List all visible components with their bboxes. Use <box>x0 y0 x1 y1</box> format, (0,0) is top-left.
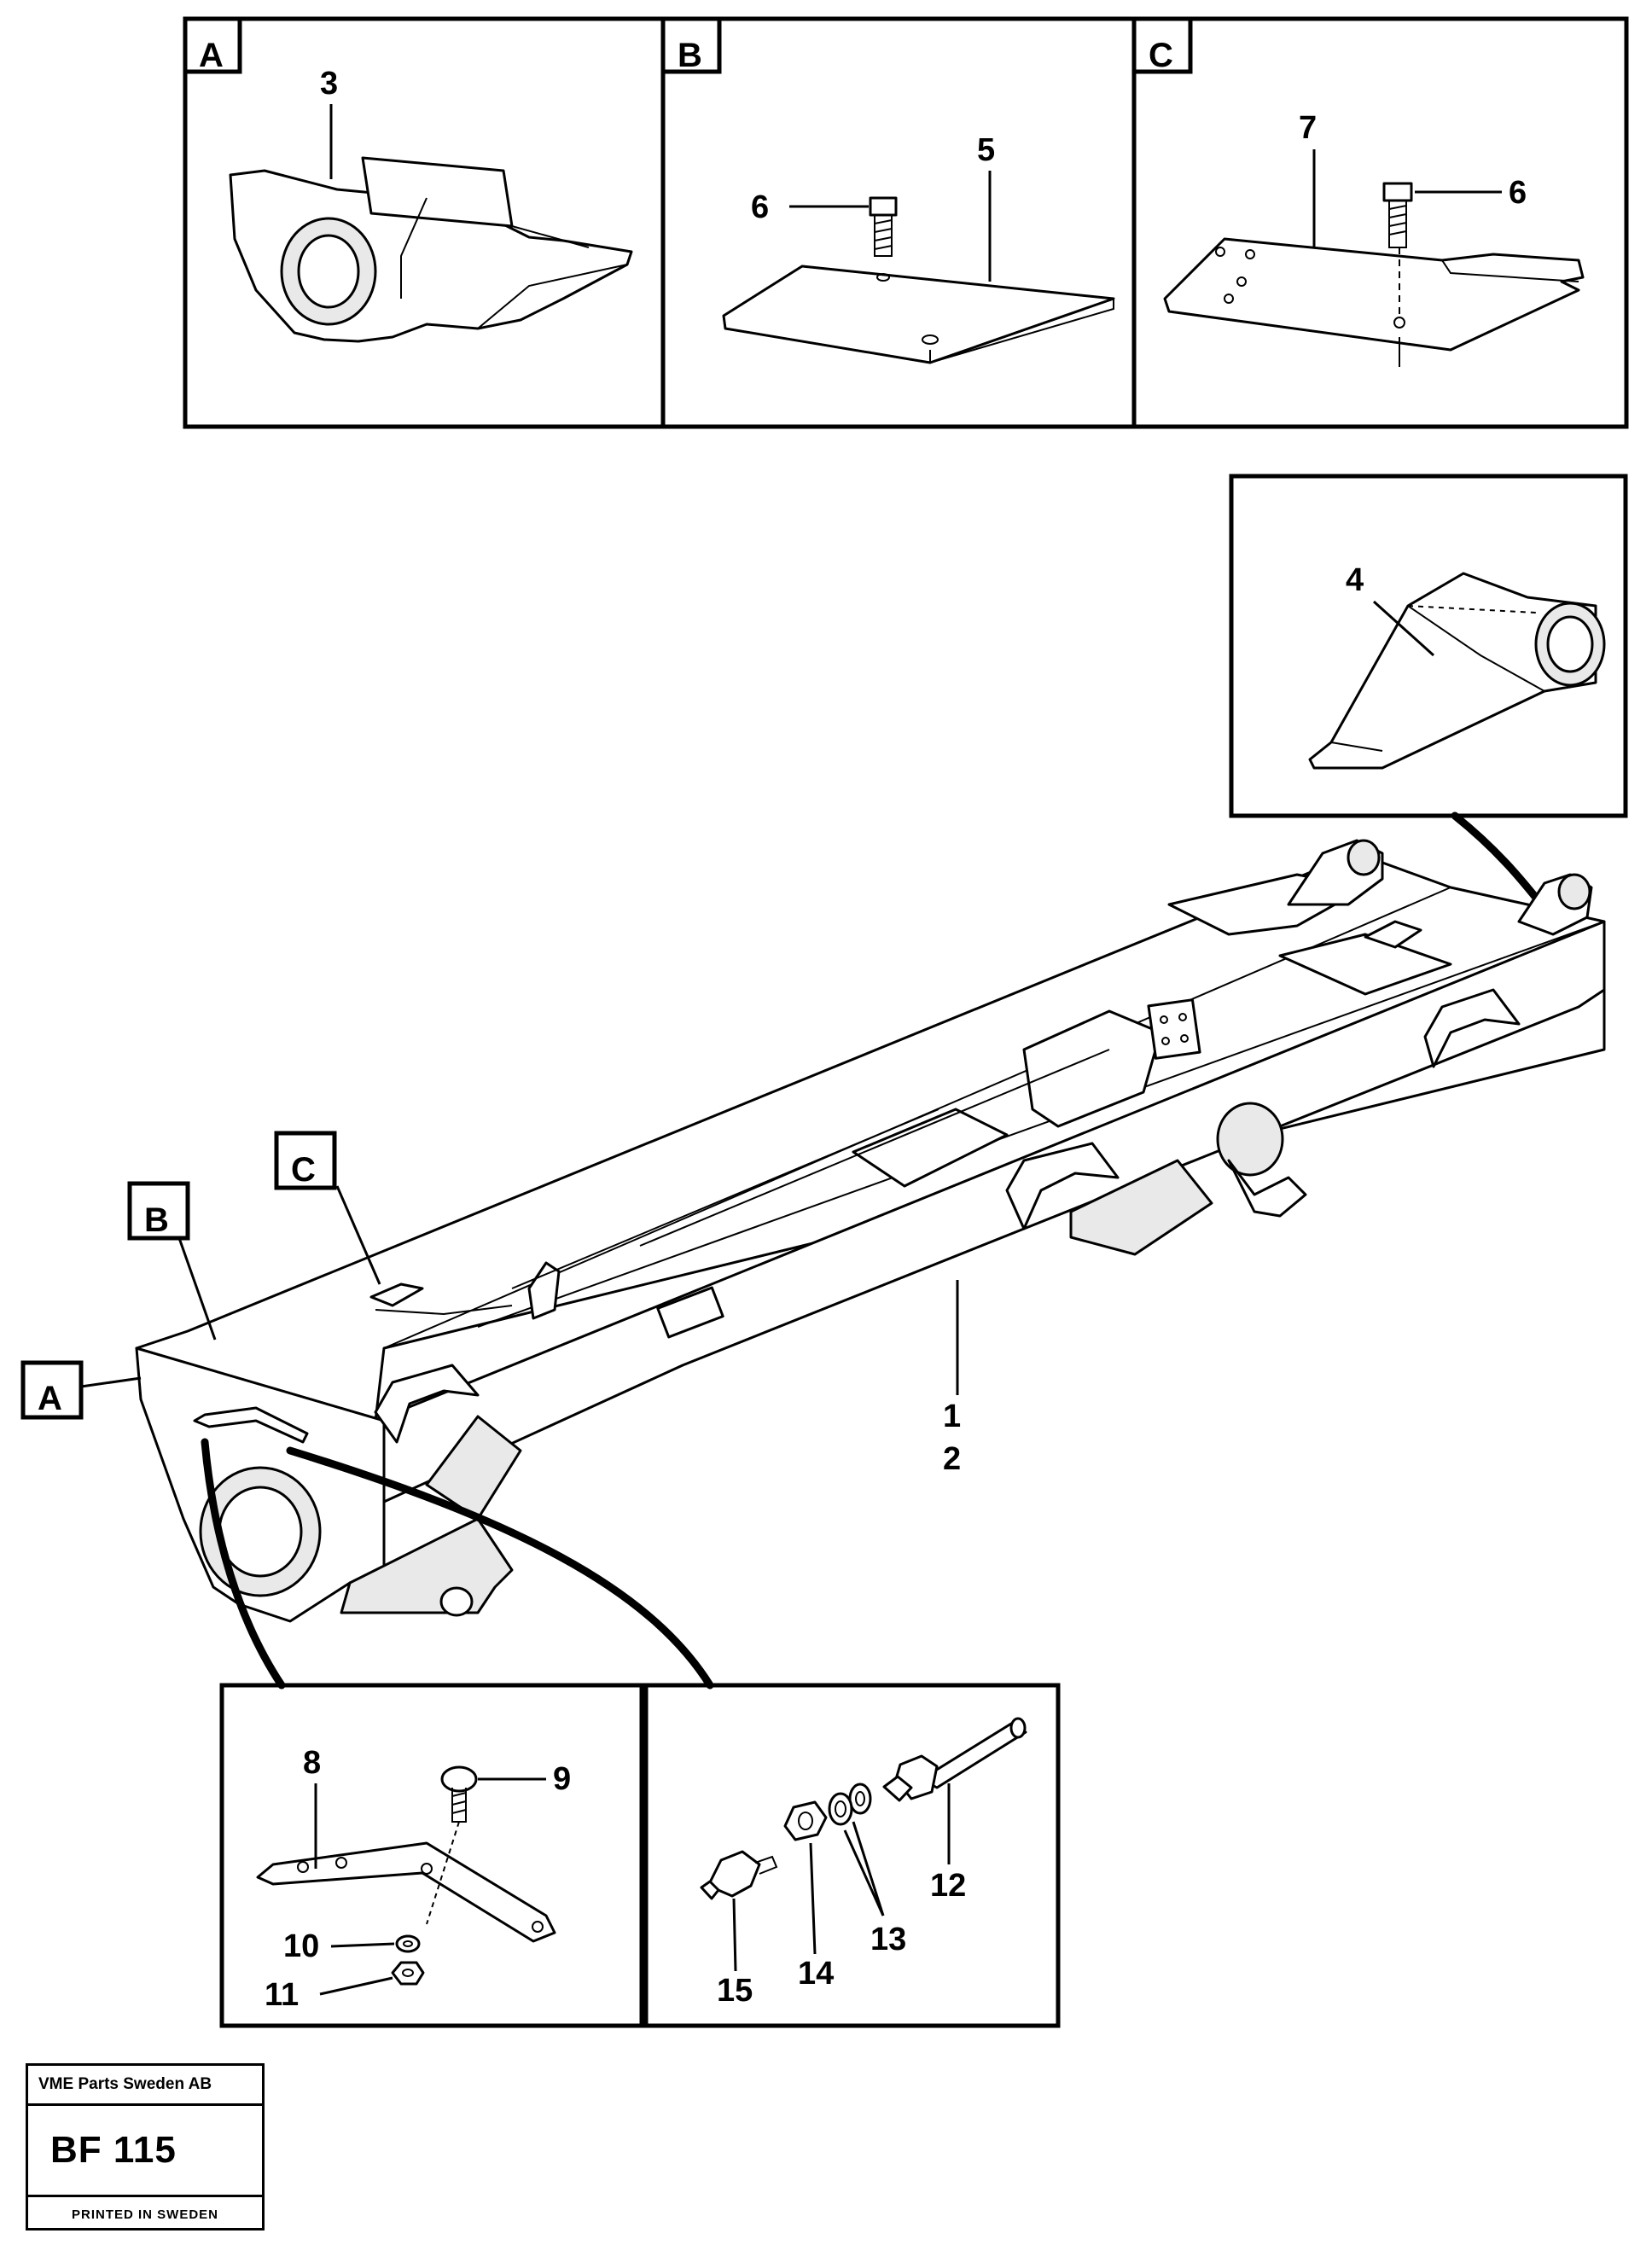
location-tag-c: C <box>274 1131 381 1285</box>
detail-tag-a: A <box>199 37 224 74</box>
location-tag-a: A <box>20 1360 142 1420</box>
detail-panel-parts-12-15: 12 13 14 15 <box>643 1683 1061 2028</box>
main-frame-part-1-2 <box>135 839 1606 1623</box>
cover-plate-part-5 <box>722 265 1115 364</box>
detail-tag-b: B <box>678 37 702 74</box>
detail-panel-c: C 6 7 <box>1131 16 1629 429</box>
callout-10: 10 <box>283 1928 319 1964</box>
callout-2: 2 <box>943 1441 961 1477</box>
callout-6-b: 6 <box>751 189 769 225</box>
company-name: VME Parts Sweden AB <box>28 2066 262 2106</box>
callout-12: 12 <box>930 1868 966 1904</box>
location-tag-b: B <box>127 1181 217 1341</box>
bracket-part-8 <box>256 1841 556 1943</box>
callout-9: 9 <box>553 1761 571 1797</box>
callout-13: 13 <box>870 1922 906 1957</box>
printed-note: PRINTED IN SWEDEN <box>71 2207 218 2222</box>
callout-6-c: 6 <box>1509 175 1527 211</box>
callout-1: 1 <box>943 1399 961 1434</box>
callout-15: 15 <box>717 1973 753 2009</box>
figure-code: BF 115 <box>28 2106 262 2197</box>
detail-tag-c: C <box>1149 37 1173 74</box>
hose-part-12 <box>882 1717 1027 1802</box>
callout-11: 11 <box>265 1977 299 2013</box>
detail-panel-parts-8-11: 8 9 10 11 <box>219 1683 644 2028</box>
callout-8: 8 <box>303 1745 321 1781</box>
lug-part-4 <box>1308 572 1606 770</box>
screw-part-9 <box>426 1765 478 1925</box>
washer-part-10 <box>395 1934 421 1953</box>
bracket-part-3 <box>229 156 633 343</box>
callout-4: 4 <box>1346 562 1364 598</box>
callout-5: 5 <box>977 132 995 168</box>
callout-14: 14 <box>798 1956 834 1992</box>
title-block: VME Parts Sweden AB BF 115 PRINTED IN SW… <box>26 2063 265 2230</box>
svg-text:B: B <box>144 1201 169 1239</box>
nut-part-11 <box>391 1961 425 1986</box>
cover-plate-part-7 <box>1163 237 1585 352</box>
detail-panel-b: B 6 5 <box>660 16 1137 429</box>
detail-panel-part-4: 4 <box>1229 474 1628 818</box>
detail-panel-a: A 3 <box>183 16 666 429</box>
bolt-part-6-c <box>1382 182 1413 367</box>
bolt-part-6-b <box>869 196 898 257</box>
nut-part-14 <box>783 1800 828 1841</box>
callout-3: 3 <box>320 66 338 102</box>
svg-text:A: A <box>38 1380 62 1417</box>
callout-7: 7 <box>1299 110 1317 146</box>
washers-part-13 <box>828 1783 872 1826</box>
nipple-part-15 <box>700 1850 778 1900</box>
svg-text:C: C <box>291 1151 316 1189</box>
